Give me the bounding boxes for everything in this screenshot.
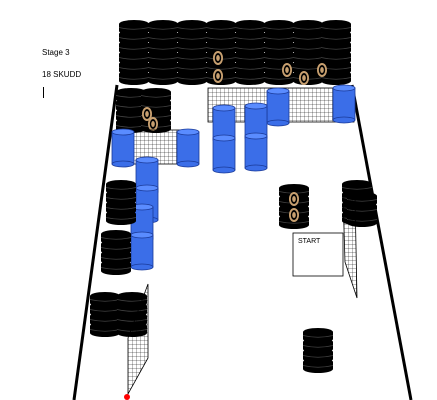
tire-stack-icon[interactable] xyxy=(278,183,310,230)
field-right-edge xyxy=(350,84,413,400)
tire-stack-icon[interactable] xyxy=(105,179,137,226)
blue-barrel-icon[interactable] xyxy=(266,87,290,127)
target-icon[interactable] xyxy=(213,51,223,65)
start-label: START xyxy=(298,238,321,245)
back-tire-wall xyxy=(118,19,352,86)
target-icon[interactable] xyxy=(289,208,299,222)
blue-barrel-icon[interactable] xyxy=(212,134,236,174)
target-icon[interactable] xyxy=(282,63,292,77)
target-icon[interactable] xyxy=(317,63,327,77)
blue-barrel-icon[interactable] xyxy=(244,132,268,172)
right-side-net xyxy=(342,195,358,299)
target-icon[interactable] xyxy=(289,192,299,206)
start-box[interactable] xyxy=(292,232,344,277)
tire-stack-icon[interactable] xyxy=(302,327,334,374)
marker-icon[interactable] xyxy=(124,394,130,400)
target-icon[interactable] xyxy=(299,71,309,85)
stage-label: Stage 3 xyxy=(42,48,70,57)
target-icon[interactable] xyxy=(148,117,158,131)
blue-barrel-icon[interactable] xyxy=(130,231,154,271)
tire-stack-icon[interactable] xyxy=(100,229,132,276)
shots-remaining-label: 18 SKUDD xyxy=(42,70,82,79)
blue-barrel-icon[interactable] xyxy=(111,128,135,168)
target-icon[interactable] xyxy=(213,69,223,83)
field-left-edge xyxy=(72,84,119,400)
blue-barrel-icon[interactable] xyxy=(176,128,200,168)
blue-barrel-icon[interactable] xyxy=(332,84,356,124)
left-side-net xyxy=(127,283,149,396)
tire-stack-icon[interactable] xyxy=(89,291,121,338)
text-caret xyxy=(43,87,44,98)
